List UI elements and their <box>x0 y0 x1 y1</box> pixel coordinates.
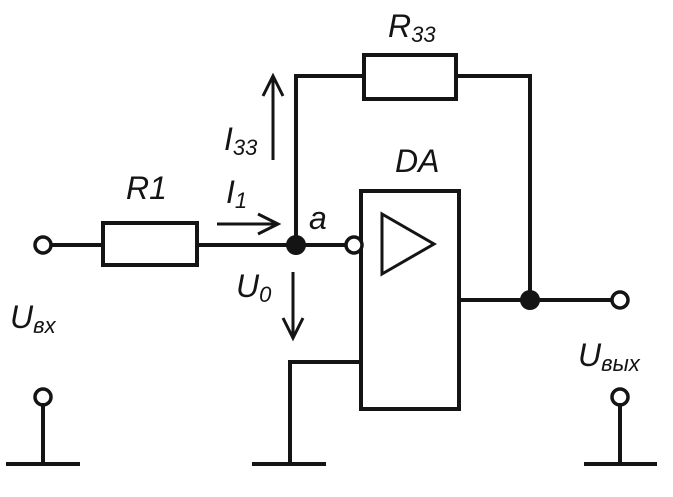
node-a-dot <box>286 235 306 255</box>
resistor-r1 <box>101 221 199 267</box>
i33-arrow-head-icon <box>261 72 285 97</box>
output-terminal <box>610 290 630 310</box>
input-ground-terminal <box>33 387 53 407</box>
output-ground-terminal <box>610 387 630 407</box>
label-i33: I33 <box>224 121 258 160</box>
label-r33: R33 <box>388 8 436 47</box>
u0-arrow-head-icon <box>281 317 305 342</box>
label-r1: R1 <box>126 170 167 206</box>
label-opamp-da: DA <box>395 143 439 179</box>
label-u-out: Uвых <box>578 337 641 376</box>
i1-arrow-head-icon <box>257 212 282 236</box>
label-u-in: Uвх <box>10 299 57 338</box>
opamp-body <box>359 189 461 411</box>
opamp-triangle-icon <box>380 211 438 277</box>
label-u0: U0 <box>236 268 272 307</box>
label-i1: I1 <box>226 174 247 213</box>
input-terminal <box>33 235 53 255</box>
node-output-dot <box>520 290 540 310</box>
label-node-a: a <box>309 200 327 236</box>
inverting-input-circle <box>344 235 364 255</box>
resistor-r33 <box>362 53 458 101</box>
